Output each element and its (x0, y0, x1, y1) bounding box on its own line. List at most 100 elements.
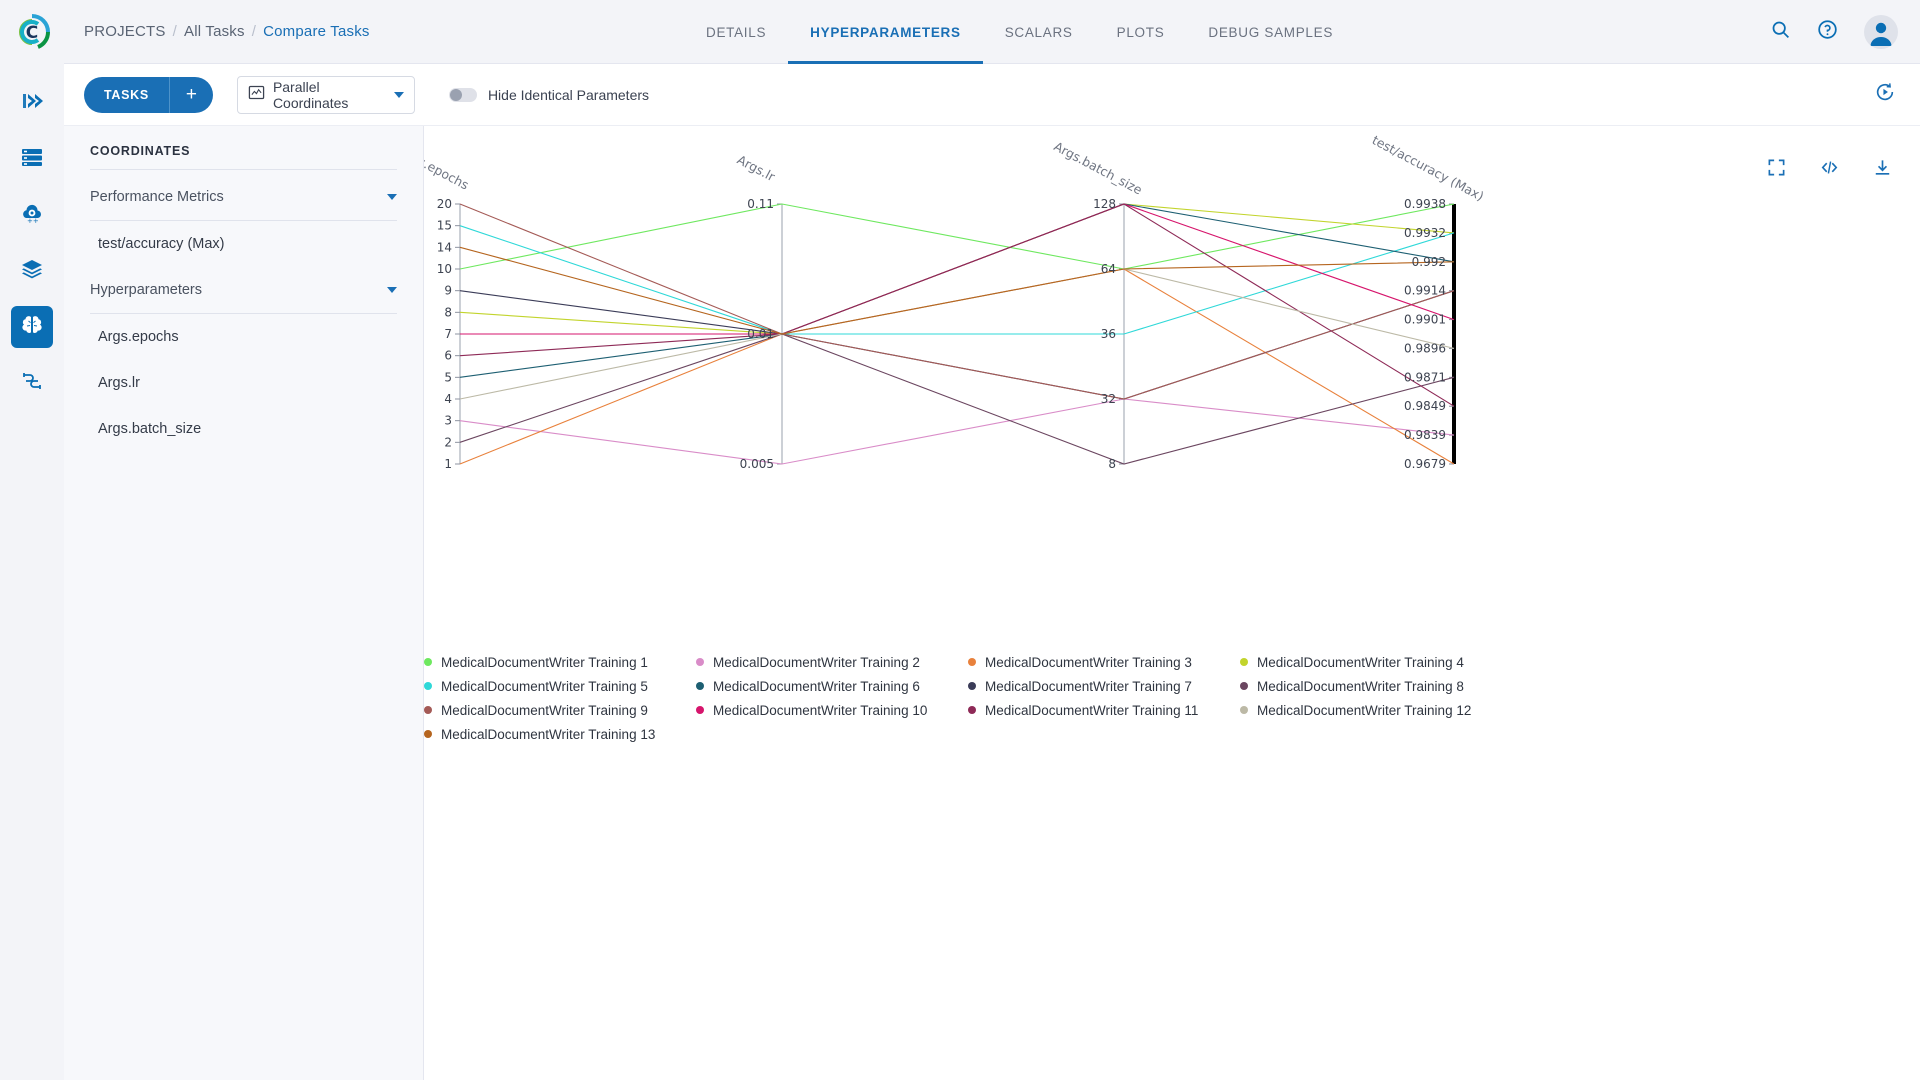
legend-color-dot (968, 658, 976, 666)
group-hyperparameters[interactable]: Hyperparameters (90, 267, 397, 313)
sidebar-item-datasets[interactable] (11, 138, 53, 180)
pcp-line[interactable] (459, 290, 1455, 400)
left-nav-rail: C (0, 0, 64, 1080)
pcp-line[interactable] (459, 246, 1455, 335)
coordinate-item-test-accuracy[interactable]: test/accuracy (Max) (90, 221, 397, 267)
legend-item[interactable]: MedicalDocumentWriter Training 11 (968, 698, 1240, 722)
pcp-line[interactable] (459, 203, 1455, 270)
pcp-line[interactable] (459, 333, 1455, 465)
coordinate-label: test/accuracy (Max) (98, 236, 225, 252)
group-label: Hyperparameters (90, 282, 203, 298)
legend-label: MedicalDocumentWriter Training 12 (1257, 702, 1472, 718)
tab-details[interactable]: DETAILS (706, 24, 767, 40)
hide-identical-toggle[interactable]: Hide Identical Parameters (448, 87, 649, 103)
divider (90, 313, 397, 314)
axis-tick-label: 0.9871 (1404, 370, 1446, 384)
legend-item[interactable]: MedicalDocumentWriter Training 8 (1240, 674, 1512, 698)
sidebar-item-workflows[interactable] (11, 362, 53, 404)
pcp-line[interactable] (459, 203, 1455, 378)
tasks-button[interactable]: TASKS (84, 76, 169, 113)
legend-item[interactable]: MedicalDocumentWriter Training 6 (696, 674, 968, 698)
coordinate-item-args-batch-size[interactable]: Args.batch_size (90, 406, 397, 452)
legend-color-dot (968, 706, 976, 714)
add-task-button[interactable]: + (168, 76, 213, 113)
legend-label: MedicalDocumentWriter Training 7 (985, 678, 1192, 694)
sidebar-item-experiments[interactable] (11, 306, 53, 348)
search-icon[interactable] (1770, 19, 1791, 45)
plot-type-select[interactable]: Parallel Coordinates (236, 75, 415, 114)
divider (90, 220, 397, 221)
breadcrumb-all-tasks[interactable]: All Tasks (184, 23, 245, 40)
code-icon[interactable] (1820, 158, 1839, 177)
auto-refresh-icon[interactable] (1874, 81, 1896, 108)
axis-tick-label: 0.9839 (1404, 428, 1446, 442)
pcp-line[interactable] (459, 203, 1455, 407)
legend-item[interactable]: MedicalDocumentWriter Training 12 (1240, 698, 1512, 722)
axis-tick-label: 14 (437, 240, 452, 254)
legend-item[interactable]: MedicalDocumentWriter Training 4 (1240, 650, 1512, 674)
legend-color-dot (1240, 658, 1248, 666)
chevron-down-icon (387, 287, 397, 293)
toggle-knob (449, 88, 462, 101)
axis-tick-label: 64 (1101, 262, 1116, 276)
legend-label: MedicalDocumentWriter Training 3 (985, 654, 1192, 670)
axis-tick-label: 5 (444, 370, 452, 384)
tab-hyperparameters[interactable]: HYPERPARAMETERS (788, 0, 983, 64)
legend-item[interactable]: MedicalDocumentWriter Training 5 (424, 674, 696, 698)
legend-item[interactable]: MedicalDocumentWriter Training 13 (424, 722, 696, 746)
pcp-line[interactable] (459, 225, 1455, 335)
sidebar-item-hyper-datasets[interactable]: ++ (11, 194, 53, 236)
download-icon[interactable] (1873, 158, 1892, 177)
legend-item[interactable]: MedicalDocumentWriter Training 9 (424, 698, 696, 722)
toggle-track (448, 87, 477, 102)
coordinates-panel: COORDINATES Performance Metrics test/acc… (64, 126, 424, 1080)
group-performance-metrics[interactable]: Performance Metrics (90, 174, 397, 220)
brain-icon (20, 313, 44, 342)
legend-item[interactable]: MedicalDocumentWriter Training 1 (424, 650, 696, 674)
pcp-line[interactable] (459, 398, 1455, 465)
pcp-line[interactable] (459, 268, 1455, 465)
panel-title: COORDINATES (90, 144, 191, 158)
axis-tick-label: 10 (437, 262, 452, 276)
legend-color-dot (968, 682, 976, 690)
legend-item[interactable]: MedicalDocumentWriter Training 2 (696, 650, 968, 674)
axis-title: Args.batch_size (1051, 138, 1145, 197)
legend-item[interactable]: MedicalDocumentWriter Training 7 (968, 674, 1240, 698)
pcp-line[interactable] (459, 203, 1455, 400)
user-avatar[interactable] (1864, 15, 1898, 49)
coordinate-label: Args.lr (98, 375, 140, 391)
axis-title: Args.lr (735, 152, 779, 185)
coordinate-label: Args.batch_size (98, 421, 202, 437)
axis-tick-label: 0.992 (1412, 255, 1446, 269)
coordinate-item-args-lr[interactable]: Args.lr (90, 360, 397, 406)
coordinate-label: Args.epochs (98, 329, 179, 345)
legend-color-dot (424, 682, 432, 690)
sidebar-item-models[interactable] (11, 250, 53, 292)
breadcrumb-projects[interactable]: PROJECTS (84, 23, 166, 40)
axis-title: Args.epochs (424, 143, 471, 192)
sidebar-item-pipelines[interactable] (11, 82, 53, 124)
workflow-icon (20, 369, 44, 398)
help-icon[interactable] (1817, 19, 1838, 45)
double-chevron-icon (20, 89, 44, 118)
legend-item[interactable]: MedicalDocumentWriter Training 3 (968, 650, 1240, 674)
svg-text:++: ++ (27, 217, 39, 225)
tab-scalars[interactable]: SCALARS (1004, 24, 1073, 40)
tab-debug-samples[interactable]: DEBUG SAMPLES (1208, 24, 1334, 40)
axis-title: test/accuracy (Max) (1370, 132, 1487, 204)
legend-label: MedicalDocumentWriter Training 5 (441, 678, 648, 694)
plot-toolbar: TASKS + Parallel Coordinates Hide Identi… (64, 64, 1920, 126)
axis-tick-label: 8 (1108, 457, 1116, 471)
legend-label: MedicalDocumentWriter Training 9 (441, 702, 648, 718)
tab-plots[interactable]: PLOTS (1116, 24, 1165, 40)
breadcrumb-compare-tasks[interactable]: Compare Tasks (263, 23, 370, 40)
breadcrumb-separator: / (172, 23, 177, 40)
legend-item[interactable]: MedicalDocumentWriter Training 10 (696, 698, 968, 722)
maximize-icon[interactable] (1767, 158, 1786, 177)
divider (90, 169, 397, 170)
coordinate-item-args-epochs[interactable]: Args.epochs (90, 314, 397, 360)
legend-label: MedicalDocumentWriter Training 6 (713, 678, 920, 694)
clearml-logo[interactable]: C (0, 0, 64, 64)
header-actions (1770, 0, 1898, 64)
legend-label: MedicalDocumentWriter Training 2 (713, 654, 920, 670)
